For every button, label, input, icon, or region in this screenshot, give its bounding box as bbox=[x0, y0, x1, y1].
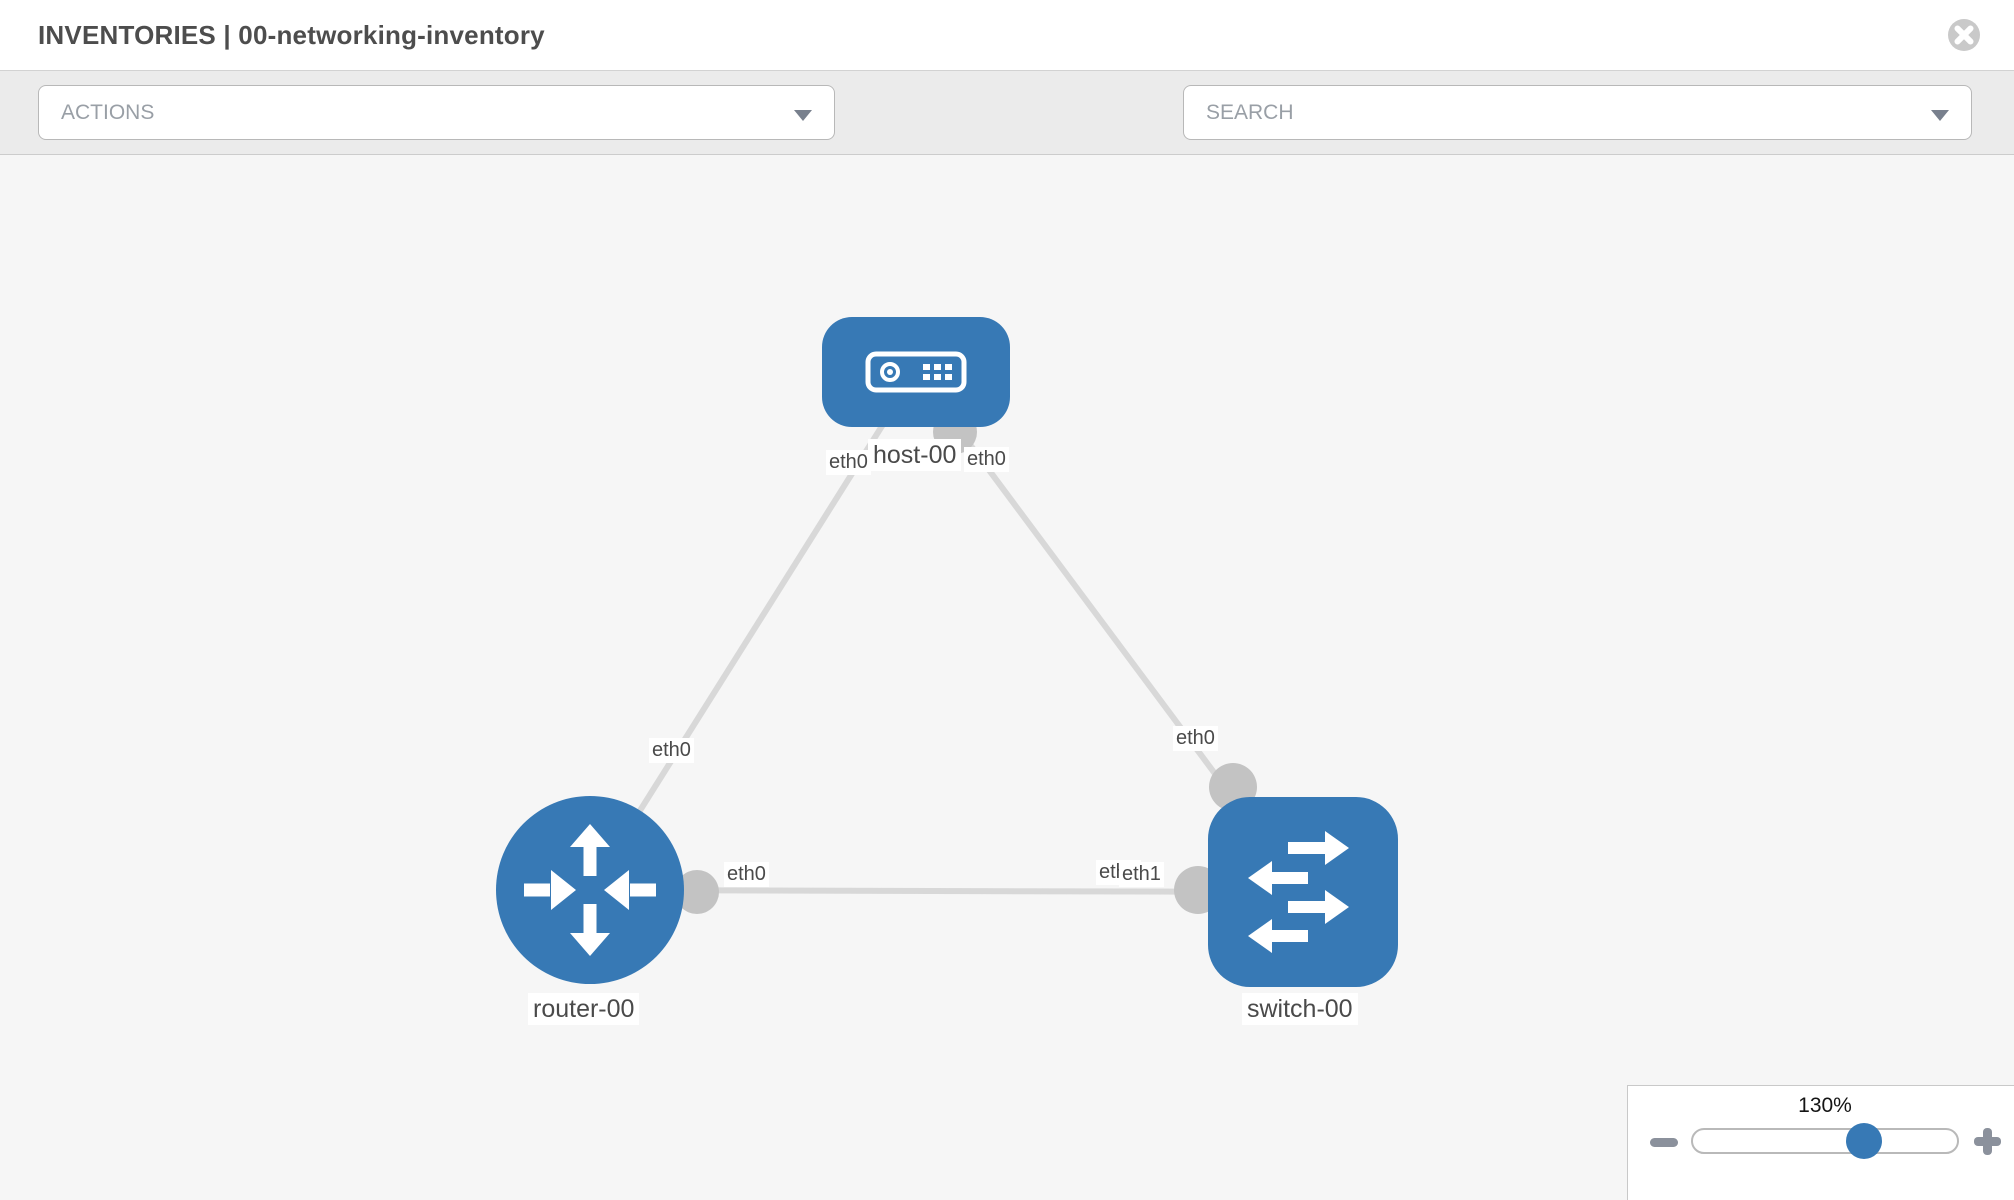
zoom-in-button[interactable] bbox=[1974, 1128, 2001, 1155]
search-dropdown[interactable]: SEARCH bbox=[1183, 85, 1972, 140]
node-switch-00[interactable] bbox=[1208, 797, 1398, 987]
topology-canvas[interactable]: eth0 eth0 eth0 eth0 eth0 eth0 eth1 host-… bbox=[0, 155, 2014, 1200]
interface-label: eth0 bbox=[964, 447, 1009, 472]
host-icon bbox=[865, 351, 967, 393]
node-host-00[interactable] bbox=[822, 317, 1010, 427]
toolbar: ACTIONS SEARCH bbox=[0, 70, 2014, 202]
zoom-panel: 130% bbox=[1627, 1085, 2014, 1200]
interface-label: eth1 bbox=[1119, 862, 1164, 887]
search-placeholder: SEARCH bbox=[1206, 100, 1294, 124]
interface-label: eth0 bbox=[1173, 726, 1218, 751]
actions-dropdown[interactable]: ACTIONS bbox=[38, 85, 835, 140]
zoom-slider-handle[interactable] bbox=[1846, 1123, 1882, 1159]
header: INVENTORIES | 00-networking-inventory bbox=[0, 0, 2014, 70]
plus-icon bbox=[1983, 1128, 1992, 1155]
chevron-down-icon bbox=[794, 110, 812, 121]
close-button[interactable] bbox=[1947, 18, 1981, 52]
page-title: INVENTORIES | 00-networking-inventory bbox=[38, 20, 545, 50]
topology-graph bbox=[496, 317, 1398, 987]
switch-icon bbox=[1248, 831, 1349, 953]
node-label-switch: switch-00 bbox=[1242, 993, 1358, 1025]
interface-label: eth0 bbox=[826, 450, 871, 475]
router-icon bbox=[524, 824, 656, 956]
zoom-out-button[interactable] bbox=[1650, 1138, 1678, 1147]
node-router-00[interactable] bbox=[496, 796, 684, 984]
interface-label: eth0 bbox=[649, 738, 694, 763]
actions-dropdown-label: ACTIONS bbox=[61, 100, 155, 124]
interface-label: eth0 bbox=[724, 862, 769, 887]
close-icon bbox=[1948, 19, 1980, 51]
node-label-host: host-00 bbox=[868, 439, 962, 471]
chevron-down-icon bbox=[1931, 110, 1949, 121]
zoom-level: 130% bbox=[1798, 1094, 1852, 1117]
connector-router-right bbox=[675, 870, 719, 914]
zoom-slider-track[interactable] bbox=[1691, 1128, 1959, 1154]
node-label-router: router-00 bbox=[528, 993, 640, 1025]
